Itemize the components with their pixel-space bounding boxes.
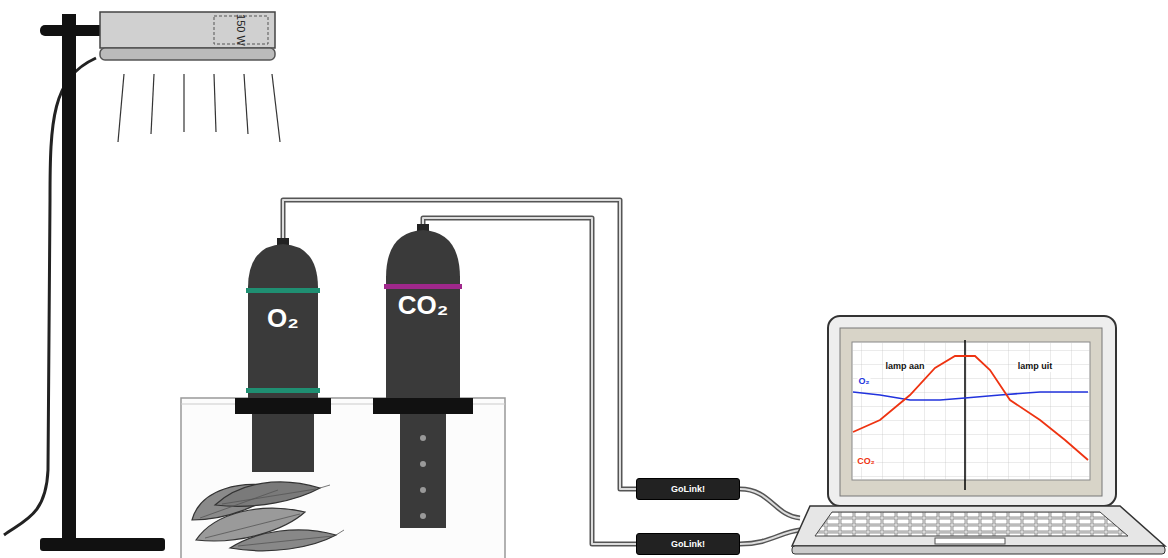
vent-hole — [420, 461, 426, 467]
interface-box: GoLink! — [636, 533, 740, 555]
sensor-shaft — [252, 408, 314, 472]
series-label: O₂ — [858, 377, 871, 387]
sensor-band — [246, 288, 320, 293]
leaves — [192, 482, 344, 551]
sensor-band — [384, 284, 462, 289]
interface-box: GoLink! — [636, 478, 740, 500]
sensor-cable — [283, 200, 636, 489]
cable-core — [283, 200, 636, 489]
series-label: CO₂ — [856, 457, 876, 467]
lamp-power: 150 W — [235, 13, 247, 47]
box-label: GoLink! — [637, 539, 739, 549]
gas-sensor: O₂ — [246, 238, 320, 472]
sensor-label: O₂ — [246, 303, 320, 334]
sensor-cap — [248, 244, 318, 288]
chart-annotation: lamp uit — [1017, 362, 1054, 372]
sensor-outline — [384, 224, 462, 528]
sensor-label: CO₂ — [384, 290, 462, 321]
sensor-band — [246, 388, 320, 393]
box-label: GoLink! — [637, 484, 739, 494]
sensor-shaft — [400, 398, 446, 528]
vent-hole — [420, 513, 426, 519]
gas-sensor: CO₂ — [384, 224, 462, 528]
water-tank — [181, 398, 505, 558]
sensor-holder — [373, 398, 473, 414]
vent-hole — [420, 487, 426, 493]
sensor-cap — [386, 230, 460, 278]
sensor-outline — [246, 238, 320, 472]
usb-cable — [740, 489, 800, 544]
vent-hole — [420, 435, 426, 441]
cable-outline — [283, 200, 636, 489]
sensor-holder — [235, 398, 331, 414]
laptop — [792, 316, 1165, 554]
chart-annotation: lamp aan — [884, 362, 925, 372]
